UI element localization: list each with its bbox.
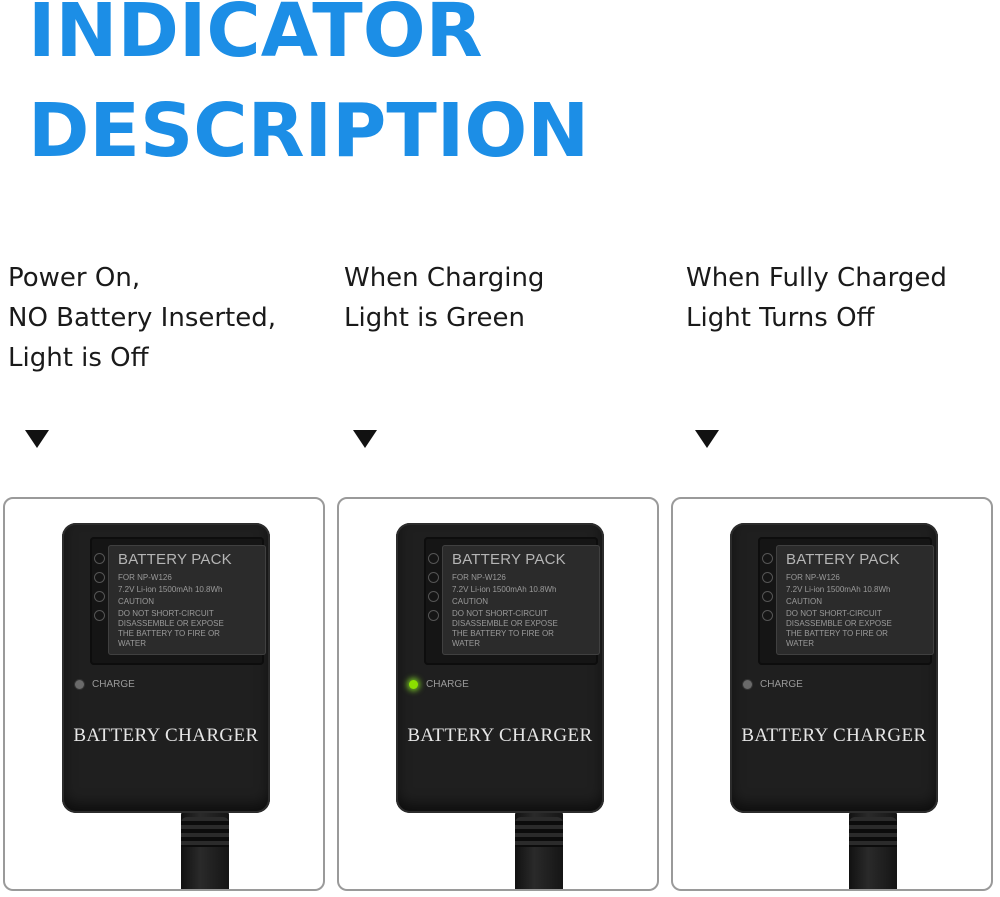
caption-fully-charged: When Fully Charged Light Turns Off [686, 258, 947, 338]
battery-warning: DO NOT SHORT-CIRCUIT [786, 609, 882, 618]
indicator-light-icon [743, 680, 752, 689]
indicator-light-icon [409, 680, 418, 689]
battery-charger: BATTERY PACK FOR NP-W126 7.2V Li-ion 150… [396, 523, 604, 813]
battery-model: FOR NP-W126 [786, 573, 840, 582]
battery-warning: THE BATTERY TO FIRE OR [786, 629, 888, 638]
cable-strain-relief [515, 817, 563, 847]
battery-charger: BATTERY PACK FOR NP-W126 7.2V Li-ion 150… [62, 523, 270, 813]
charger-panel-fully-charged: BATTERY PACK FOR NP-W126 7.2V Li-ion 150… [671, 497, 993, 891]
battery-title: BATTERY PACK [786, 551, 900, 568]
battery-spec: 7.2V Li-ion 1500mAh 10.8Wh [118, 585, 223, 594]
charger-contacts [94, 553, 106, 633]
cable-strain-relief [181, 817, 229, 847]
charger-brand-label: BATTERY CHARGER [407, 725, 593, 746]
battery-caution: CAUTION [786, 597, 822, 606]
battery-warning: THE BATTERY TO FIRE OR [452, 629, 554, 638]
charger-brand-label: BATTERY CHARGER [741, 725, 927, 746]
caption-charging: When Charging Light is Green [344, 258, 544, 338]
battery-warning: THE BATTERY TO FIRE OR [118, 629, 220, 638]
down-triangle-icon [353, 430, 377, 448]
charger-contacts [428, 553, 440, 633]
battery-warning: DISASSEMBLE OR EXPOSE [118, 619, 224, 628]
battery-warning: DO NOT SHORT-CIRCUIT [118, 609, 214, 618]
battery-warning: WATER [786, 639, 814, 648]
caption-line: NO Battery Inserted, [8, 303, 277, 333]
caption-line: When Fully Charged [686, 263, 947, 293]
battery-warning: WATER [118, 639, 146, 648]
charge-label: CHARGE [760, 679, 803, 690]
caption-line: Power On, [8, 263, 141, 293]
battery-pack: BATTERY PACK FOR NP-W126 7.2V Li-ion 150… [108, 545, 266, 655]
battery-warning: DISASSEMBLE OR EXPOSE [786, 619, 892, 628]
battery-title: BATTERY PACK [118, 551, 232, 568]
page-title-line-2: DESCRIPTION [28, 88, 590, 174]
battery-warning: WATER [452, 639, 480, 648]
page-title-line-1: INDICATOR [28, 0, 483, 74]
battery-charger: BATTERY PACK FOR NP-W126 7.2V Li-ion 150… [730, 523, 938, 813]
battery-model: FOR NP-W126 [452, 573, 506, 582]
charger-brand-label: BATTERY CHARGER [73, 725, 259, 746]
caption-line: Light is Off [8, 343, 149, 373]
battery-warning: DISASSEMBLE OR EXPOSE [452, 619, 558, 628]
battery-spec: 7.2V Li-ion 1500mAh 10.8Wh [452, 585, 557, 594]
down-triangle-icon [695, 430, 719, 448]
battery-title: BATTERY PACK [452, 551, 566, 568]
caption-line: When Charging [344, 263, 545, 293]
down-triangle-icon [25, 430, 49, 448]
battery-spec: 7.2V Li-ion 1500mAh 10.8Wh [786, 585, 891, 594]
battery-model: FOR NP-W126 [118, 573, 172, 582]
caption-line: Light is Green [344, 303, 525, 333]
battery-caution: CAUTION [452, 597, 488, 606]
charger-contacts [762, 553, 774, 633]
charger-panel-no-battery: BATTERY PACK FOR NP-W126 7.2V Li-ion 150… [3, 497, 325, 891]
battery-pack: BATTERY PACK FOR NP-W126 7.2V Li-ion 150… [442, 545, 600, 655]
battery-warning: DO NOT SHORT-CIRCUIT [452, 609, 548, 618]
caption-no-battery: Power On, NO Battery Inserted, Light is … [8, 258, 276, 378]
charge-label: CHARGE [92, 679, 135, 690]
indicator-light-icon [75, 680, 84, 689]
charger-panel-charging: BATTERY PACK FOR NP-W126 7.2V Li-ion 150… [337, 497, 659, 891]
battery-pack: BATTERY PACK FOR NP-W126 7.2V Li-ion 150… [776, 545, 934, 655]
cable-strain-relief [849, 817, 897, 847]
charge-label: CHARGE [426, 679, 469, 690]
caption-line: Light Turns Off [686, 303, 875, 333]
battery-caution: CAUTION [118, 597, 154, 606]
